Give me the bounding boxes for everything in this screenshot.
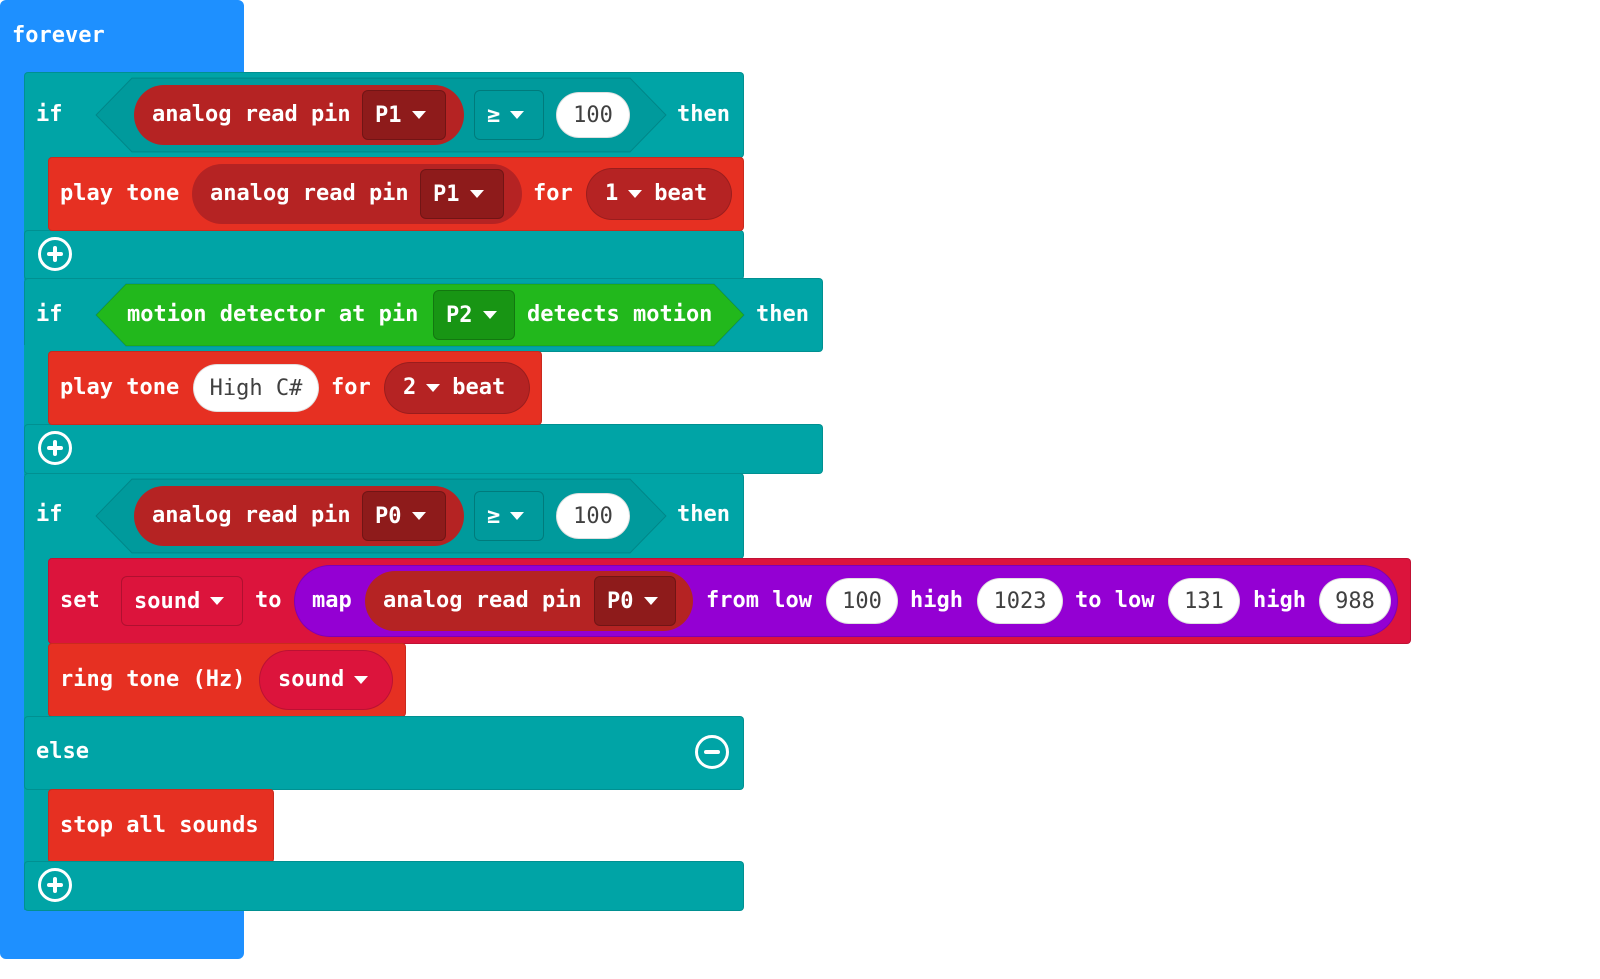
beat-dropdown-1[interactable]: 1 beat	[586, 168, 732, 220]
to-high-input[interactable]: 988	[1319, 578, 1391, 624]
chevron-down-icon	[354, 676, 369, 684]
if-label-1: if	[36, 102, 63, 127]
ring-tone-label: ring tone (Hz)	[60, 667, 246, 692]
chevron-down-icon	[411, 111, 426, 119]
motion-detector-label: motion detector at pin	[127, 302, 419, 327]
chevron-down-icon	[628, 190, 643, 198]
chevron-down-icon	[210, 597, 225, 605]
then-label-2: then	[756, 302, 809, 327]
threshold-input-3[interactable]: 100	[556, 493, 630, 539]
chevron-down-icon	[510, 111, 525, 119]
forever-block-spine	[0, 60, 28, 920]
chevron-down-icon	[426, 384, 441, 392]
from-low-input[interactable]: 100	[826, 578, 898, 624]
else-label: else	[36, 739, 89, 764]
chevron-down-icon	[411, 512, 426, 520]
operator-dropdown-3[interactable]: ≥	[474, 491, 544, 541]
minus-circle-icon[interactable]	[695, 735, 729, 769]
pin-value: P1	[375, 102, 402, 128]
if-block-3-footer	[24, 861, 744, 911]
beat-dropdown-2[interactable]: 2 beat	[384, 362, 530, 414]
if-label-3: if	[36, 502, 63, 527]
plus-circle-icon[interactable]	[38, 237, 72, 271]
for-label-2: for	[331, 375, 371, 400]
high-label-1: high	[910, 588, 963, 613]
pin-dropdown-1[interactable]: P1	[362, 90, 446, 140]
chevron-down-icon	[510, 512, 525, 520]
variable-dropdown-sound[interactable]: sound	[121, 576, 243, 626]
analog-read-label: analog read pin	[152, 102, 351, 127]
operator-dropdown-1[interactable]: ≥	[474, 90, 544, 140]
set-label: set	[60, 588, 100, 613]
plus-circle-icon[interactable]	[38, 431, 72, 465]
detects-motion-label: detects motion	[527, 302, 713, 327]
to-low-input[interactable]: 131	[1168, 578, 1240, 624]
to-low-label: to low	[1075, 588, 1155, 613]
pin-dropdown-5[interactable]: P0	[594, 576, 676, 626]
for-label-1: for	[533, 181, 573, 206]
pin-dropdown-2[interactable]: P1	[420, 169, 504, 219]
from-low-label: from low	[706, 588, 812, 613]
chevron-down-icon	[469, 190, 484, 198]
chevron-down-icon	[482, 311, 497, 319]
note-input[interactable]: High C#	[193, 364, 319, 412]
stop-all-sounds-label: stop all sounds	[60, 813, 259, 838]
play-tone-label-1: play tone	[60, 181, 180, 206]
if-block-2-footer	[24, 424, 823, 474]
pin-dropdown-4[interactable]: P0	[362, 491, 446, 541]
if-block-1-footer	[24, 230, 744, 280]
then-label-1: then	[677, 102, 730, 127]
map-label: map	[312, 588, 352, 613]
from-high-input[interactable]: 1023	[977, 578, 1063, 624]
pin-dropdown-3[interactable]: P2	[433, 290, 515, 340]
high-label-2: high	[1253, 588, 1306, 613]
threshold-input-1[interactable]: 100	[556, 92, 630, 138]
motion-detector-block[interactable]	[95, 283, 745, 347]
variable-reporter-sound[interactable]: sound	[259, 650, 393, 710]
then-label-3: then	[677, 502, 730, 527]
else-section	[24, 716, 744, 790]
play-tone-label-2: play tone	[60, 375, 180, 400]
plus-circle-icon[interactable]	[38, 868, 72, 902]
if-label-2: if	[36, 302, 63, 327]
analog-read-label: analog read pin	[210, 181, 409, 206]
chevron-down-icon	[643, 597, 658, 605]
to-label: to	[255, 588, 282, 613]
operator-value: ≥	[487, 102, 501, 128]
forever-label: forever	[12, 23, 105, 48]
